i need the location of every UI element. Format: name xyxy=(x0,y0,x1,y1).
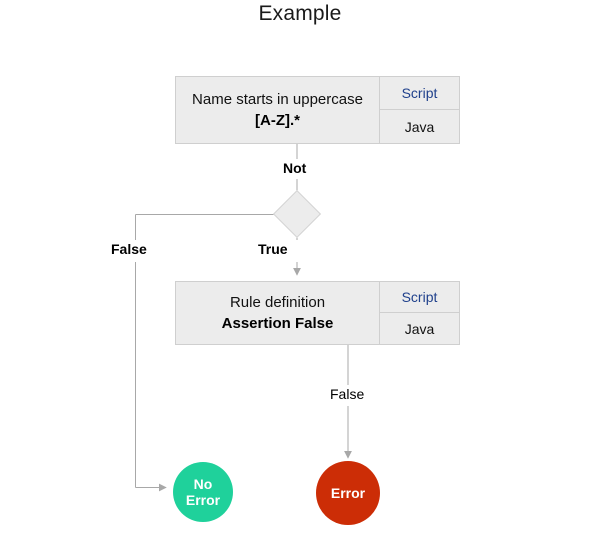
edge-label-true: True xyxy=(256,241,290,257)
terminal-no-error-line2: Error xyxy=(185,492,221,508)
edge-label-not: Not xyxy=(281,160,309,176)
rule-main-cell: Rule definition Assertion False xyxy=(176,282,380,344)
decision-diamond[interactable] xyxy=(272,189,322,239)
language-label: Java xyxy=(404,118,435,135)
terminal-no-error-line1: No xyxy=(193,476,213,492)
rule-expression: Assertion False xyxy=(221,315,334,332)
rule-box-assertion-false[interactable]: Rule definition Assertion False Script J… xyxy=(175,281,460,345)
edge-label-false-bottom: False xyxy=(328,386,367,402)
rule-side-column: Script Java xyxy=(380,77,459,143)
rule-description: Name starts in uppercase xyxy=(192,91,363,108)
page-title: Example xyxy=(258,2,342,25)
rule-side-column: Script Java xyxy=(380,282,459,344)
rule-expression: [A-Z].* xyxy=(255,112,300,129)
script-link[interactable]: Script xyxy=(380,282,459,313)
edge-label-false-left: False xyxy=(109,241,149,257)
terminal-error[interactable]: Error xyxy=(316,461,380,525)
script-link[interactable]: Script xyxy=(380,77,459,110)
rule-box-name-uppercase[interactable]: Name starts in uppercase [A-Z].* Script … xyxy=(175,76,460,144)
language-label: Java xyxy=(404,320,435,337)
terminal-error-line1: Error xyxy=(330,485,366,501)
rule-description: Rule definition xyxy=(229,294,326,311)
rule-main-cell: Name starts in uppercase [A-Z].* xyxy=(176,77,380,143)
terminal-no-error-text: No Error xyxy=(186,476,220,508)
terminal-no-error[interactable]: No Error xyxy=(173,462,233,522)
